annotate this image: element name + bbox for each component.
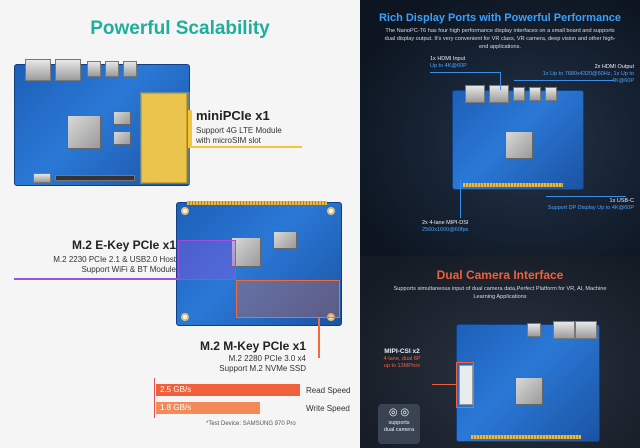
hdmi-input-sub: Up to 4K@60P bbox=[430, 62, 467, 69]
badge-line2: dual camera bbox=[383, 426, 415, 433]
csi-title: MIPI-CSI x2 bbox=[384, 348, 420, 355]
read-speed-label: Read Speed bbox=[306, 386, 351, 395]
hdmi-input-line bbox=[430, 72, 500, 73]
mipi-dsi-line bbox=[460, 180, 461, 218]
camera-icon: ◎ ◎ bbox=[388, 407, 410, 418]
csi-connector-highlight bbox=[456, 362, 474, 408]
csi-sub: 4-lane, dual 8P up to 13MPix/s bbox=[383, 356, 421, 369]
minipcie-title: miniPCIe x1 bbox=[196, 108, 270, 123]
ekey-line1: M.2 2230 PCIe 2.1 & USB2.0 Host bbox=[53, 255, 176, 264]
write-speed-value: 1.8 GB/s bbox=[160, 403, 192, 412]
ekey-highlight bbox=[178, 240, 236, 280]
minipcie-line2: with microSIM slot bbox=[196, 136, 261, 145]
mipi-dsi-sub: 2560x1600@60fps bbox=[422, 226, 469, 233]
minipcie-line bbox=[190, 146, 302, 148]
camera-title: Dual Camera Interface bbox=[436, 268, 564, 282]
usbc-sub: Support DP Display Up to 4K@60P bbox=[547, 204, 634, 211]
display-title: Rich Display Ports with Powerful Perform… bbox=[378, 12, 622, 24]
board-bottom-image bbox=[176, 201, 342, 326]
minipcie-line1: Support 4G LTE Module bbox=[196, 126, 282, 135]
mkey-highlight bbox=[236, 280, 340, 318]
dual-camera-panel: Dual Camera Interface Supports simultane… bbox=[360, 256, 640, 448]
hdmi-output-label: 2x HDMI Output 1x Up to 7680x4320@60Hz, … bbox=[520, 64, 634, 85]
usbc-label: 1x USB-C Support DP Display Up to 4K@60P bbox=[538, 198, 634, 212]
mipi-dsi-title: 2x 4-lane MIPI-DSI bbox=[422, 220, 469, 226]
minipcie-highlight bbox=[140, 92, 190, 184]
camera-subtitle: Supports simultaneous input of dual came… bbox=[393, 286, 607, 300]
csi-label: MIPI-CSI x2 4-lane, dual 8P up to 13MPix… bbox=[372, 348, 432, 370]
mkey-line1: M.2 2280 PCIe 3.0 x4 bbox=[228, 354, 306, 363]
hdmi-output-title: 2x HDMI Output bbox=[594, 64, 634, 70]
scalability-title: Powerful Scalability bbox=[90, 18, 270, 39]
csi-line bbox=[432, 384, 456, 385]
hdmi-output-line bbox=[514, 80, 614, 81]
minipcie-marker bbox=[188, 110, 192, 148]
mipi-dsi-label: 2x 4-lane MIPI-DSI 2560x1600@60fps bbox=[422, 220, 468, 234]
dual-camera-badge: ◎ ◎ supports dual camera bbox=[378, 404, 420, 444]
badge-line1: supports bbox=[388, 420, 410, 426]
speed-axis bbox=[154, 378, 155, 418]
usbc-line bbox=[546, 196, 626, 197]
hdmi-input-label: 1x HDMI Input Up to 4K@60P bbox=[430, 56, 467, 70]
mkey-line bbox=[318, 318, 320, 358]
ekey-title: M.2 E-Key PCIe x1 bbox=[71, 238, 176, 252]
test-device-note: *Test Device: SAMSUNG 970 Pro bbox=[206, 421, 296, 427]
mkey-title: M.2 M-Key PCIe x1 bbox=[199, 339, 306, 353]
read-speed-value: 2.5 GB/s bbox=[160, 385, 192, 394]
ekey-line2: Support WiFi & BT Module bbox=[81, 265, 176, 274]
usbc-title: 1x USB-C bbox=[609, 198, 634, 204]
hdmi-input-drop bbox=[500, 72, 501, 90]
display-board-image bbox=[452, 85, 584, 190]
camera-board-image bbox=[456, 321, 600, 442]
write-speed-label: Write Speed bbox=[306, 404, 350, 413]
display-subtitle: The NanoPC-T6 has four high performance … bbox=[384, 28, 616, 50]
board-top-image bbox=[14, 59, 190, 186]
write-speed-bar: 1.8 GB/s bbox=[156, 402, 260, 414]
ekey-line bbox=[14, 278, 178, 280]
read-speed-bar: 2.5 GB/s bbox=[156, 384, 300, 396]
hdmi-input-title: 1x HDMI Input bbox=[430, 56, 466, 62]
hdmi-output-sub: 1x Up to 7680x4320@60Hz, 1x Up to 4K@60P bbox=[542, 70, 634, 84]
left-panel: Powerful Scalability miniPCIe x1 Support… bbox=[14, 18, 351, 427]
display-ports-panel: Rich Display Ports with Powerful Perform… bbox=[360, 0, 640, 256]
mkey-line2: Support M.2 NVMe SSD bbox=[219, 364, 306, 373]
